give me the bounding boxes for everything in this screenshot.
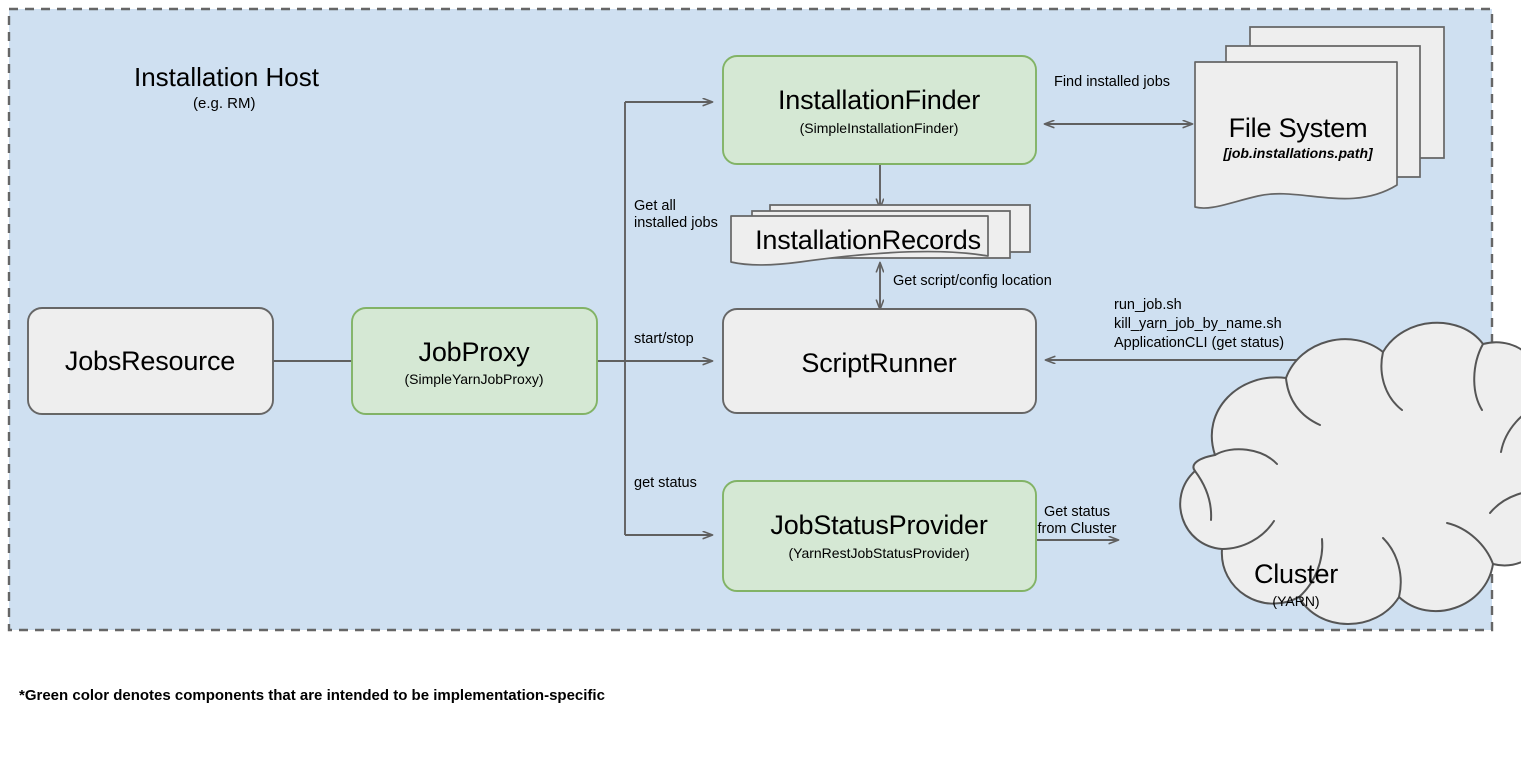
- cluster-cloud-shape: [1179, 321, 1521, 625]
- node-script-runner: [722, 308, 1037, 414]
- node-file-system: [1194, 26, 1445, 209]
- installation-finder-sublabel: (SimpleInstallationFinder): [799, 120, 959, 136]
- cluster-cloud-inner-arcs: [1194, 343, 1521, 598]
- node-job-status-provider: [722, 480, 1037, 592]
- installation-finder-label: InstallationFinder: [777, 85, 981, 115]
- file-system-sublabel: [job.installations.path]: [1223, 145, 1373, 161]
- installation-records-sheet-front: [730, 215, 989, 266]
- node-cluster: [1179, 321, 1521, 625]
- edge-label-kill-yarn-job-by-name-sh: kill_yarn_job_by_name.sh: [1114, 316, 1282, 332]
- node-installation-finder: [722, 55, 1037, 165]
- edge-label-get-script-config-location: Get script/config location: [893, 273, 1052, 289]
- edge-label-application-cli: ApplicationCLI (get status): [1114, 335, 1285, 351]
- job-status-provider-label: JobStatusProvider: [770, 510, 988, 540]
- job-status-provider-sublabel: (YarnRestJobStatusProvider): [788, 545, 970, 561]
- edge-label-find-installed-jobs: Find installed jobs: [1053, 74, 1171, 90]
- installation-records-label: InstallationRecords: [755, 225, 981, 255]
- edge-label-get-status: get status: [634, 475, 697, 491]
- node-jobs-resource: [27, 307, 274, 415]
- zone-subtitle: (e.g. RM): [193, 95, 256, 112]
- edge-label-get-all-installed-jobs-line1: Get all: [634, 198, 676, 214]
- script-runner-label: ScriptRunner: [801, 348, 957, 378]
- file-system-label: File System: [1228, 113, 1368, 143]
- edge-label-run-job-sh: run_job.sh: [1114, 297, 1182, 313]
- file-system-sheet-front: [1194, 61, 1398, 209]
- edge-label-get-status-from-cluster-line2: from Cluster: [1037, 521, 1117, 537]
- job-proxy-label: JobProxy: [418, 337, 530, 367]
- zone-title: Installation Host: [134, 62, 319, 92]
- node-job-proxy: [351, 307, 598, 415]
- job-proxy-sublabel: (SimpleYarnJobProxy): [404, 371, 544, 387]
- footnote: *Green color denotes components that are…: [19, 687, 605, 704]
- jobs-resource-label: JobsResource: [64, 346, 236, 376]
- cluster-sublabel: (YARN): [1272, 593, 1320, 609]
- cluster-label: Cluster: [1253, 559, 1339, 589]
- node-installation-records: [730, 204, 1031, 266]
- edge-label-get-all-installed-jobs-line2: installed jobs: [634, 215, 718, 231]
- edge-label-start-stop: start/stop: [634, 331, 694, 347]
- edge-label-get-status-from-cluster-line1: Get status: [1043, 504, 1111, 520]
